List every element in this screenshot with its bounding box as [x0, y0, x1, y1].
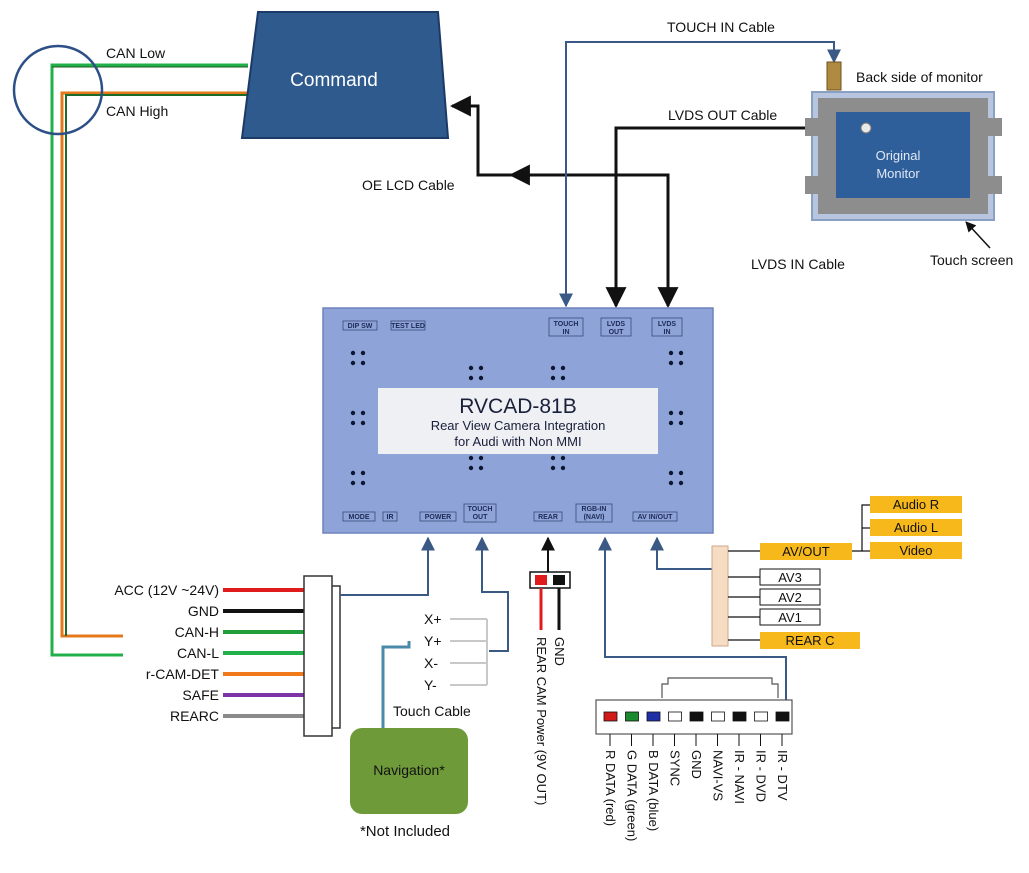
rear-cam-gnd-label: GND [552, 637, 567, 666]
touch-in-cable: TOUCH IN Cable [559, 19, 841, 308]
power-connector [303, 575, 333, 737]
power-wire-label: GND [188, 603, 219, 619]
rgb-pin-label: GND [689, 750, 704, 779]
rgb-pin-label: IR - DVD [754, 750, 769, 802]
rvcad-module: DIP SW TEST LED TOUCH IN LVDS OUT LVDS I… [322, 307, 714, 534]
module-bottom-ports: MODE IR POWER TOUCH OUT REAR RGB-IN (NAV… [342, 503, 678, 523]
port-mode: MODE [349, 514, 370, 521]
port-lvds-out-l2: OUT [609, 329, 625, 336]
port-av-inout: AV IN/OUT [638, 514, 674, 521]
module-model: RVCAD-81B [459, 395, 577, 418]
port-touch-out-l1: TOUCH [468, 506, 493, 513]
lvds-in-cable-label: LVDS IN Cable [751, 256, 845, 272]
av-connector [711, 545, 729, 647]
port-touch-out-l2: OUT [473, 514, 489, 521]
module-label-card [378, 388, 658, 454]
lvds-out-cable: LVDS OUT Cable [605, 107, 862, 309]
av-out-label: AV/OUT [782, 544, 829, 559]
rgb-pin-label: IR - DTV [775, 750, 790, 801]
module-mounting-dots [350, 350, 684, 486]
original-monitor: Original Monitor Back side of monitor To… [805, 61, 1013, 268]
rear-cam-power: REAR CAM Power (9V OUT) GND [529, 536, 571, 805]
can-low-label: CAN Low [106, 45, 166, 61]
navigation-box [350, 728, 468, 814]
power-wire-label: r-CAM-DET [146, 666, 220, 682]
module-desc2: for Audi with Non MMI [454, 434, 581, 449]
port-rgb-in-l2: (NAVI) [584, 514, 605, 521]
port-touch-in-l1: TOUCH [554, 321, 579, 328]
touch-line-label: Y- [424, 677, 437, 693]
touch-in-cable-label: TOUCH IN Cable [667, 19, 775, 35]
power-wire-label: SAFE [182, 687, 219, 703]
monitor-name-line1: Original [876, 148, 921, 163]
command-label: Command [290, 70, 378, 91]
touch-line-label: X- [424, 655, 438, 671]
module-top-ports: DIP SW TEST LED TOUCH IN LVDS OUT LVDS I… [342, 317, 683, 337]
rear-cam-power-label: REAR CAM Power (9V OUT) [534, 637, 549, 805]
oe-lcd-cable-label: OE LCD Cable [362, 177, 455, 193]
port-lvds-out-l1: LVDS [607, 321, 625, 328]
rgb-harness: R DATA (red) G DATA (green) B DATA (blue) S… [595, 536, 793, 841]
touch-screen-label: Touch screen [930, 252, 1013, 268]
rgb-pin-label: B DATA (blue) [646, 750, 661, 831]
touch-cable-group: X+ Y+ X- Y- Touch Cable Navigation* *Not In… [350, 536, 509, 840]
port-test-led: TEST LED [391, 323, 425, 330]
rear-c-label: REAR C [785, 633, 834, 648]
power-wire-label: CAN-L [177, 645, 219, 661]
can-junction-circle [12, 44, 104, 136]
av-output-label: Audio R [893, 497, 939, 512]
av-input-label: AV2 [778, 590, 802, 605]
touch-line-label: X+ [424, 611, 442, 627]
touch-cable-label: Touch Cable [393, 703, 471, 719]
av-output-label: Video [899, 543, 932, 558]
port-power: POWER [425, 514, 451, 521]
av-input-label: AV1 [778, 610, 802, 625]
port-rear: REAR [538, 514, 558, 521]
power-wire-label: REARC [170, 708, 219, 724]
rgb-pin-label: IR - NAVI [732, 750, 747, 804]
lvds-out-cable-label: LVDS OUT Cable [668, 107, 777, 123]
rgb-pin-label: G DATA (green) [625, 750, 640, 841]
module-desc1: Rear View Camera Integration [431, 418, 606, 433]
port-ir: IR [387, 514, 394, 521]
rgb-pin-label: R DATA (red) [603, 750, 618, 826]
back-side-label: Back side of monitor [856, 69, 983, 85]
navigation-label: Navigation* [373, 762, 445, 778]
av-input-label: AV3 [778, 570, 802, 585]
port-lvds-in-l1: LVDS [658, 321, 676, 328]
port-touch-in-l2: IN [563, 329, 570, 336]
not-included-note: *Not Included [360, 823, 450, 840]
power-wire-label: ACC (12V ~24V) [114, 582, 219, 598]
can-bus-wires: CAN Low CAN High [12, 44, 248, 657]
port-lvds-in-l2: IN [664, 329, 671, 336]
monitor-connector [826, 61, 842, 91]
rgb-pin-label: SYNC [668, 750, 683, 786]
rgb-pin-label: NAVI-VS [711, 750, 726, 801]
power-harness: ACC (12V ~24V) GND CAN-H CAN-L r-CAM-DET SAFE… [114, 536, 435, 737]
power-wire-label: CAN-H [175, 624, 219, 640]
command-unit: Command [240, 11, 450, 139]
can-high-label: CAN High [106, 103, 168, 119]
monitor-name-line2: Monitor [876, 166, 920, 181]
monitor-screen [836, 112, 970, 198]
touch-line-label: Y+ [424, 633, 442, 649]
port-rgb-in-l1: RGB-IN [582, 506, 607, 513]
av-output-label: Audio L [894, 520, 938, 535]
port-dip-sw: DIP SW [348, 323, 373, 330]
